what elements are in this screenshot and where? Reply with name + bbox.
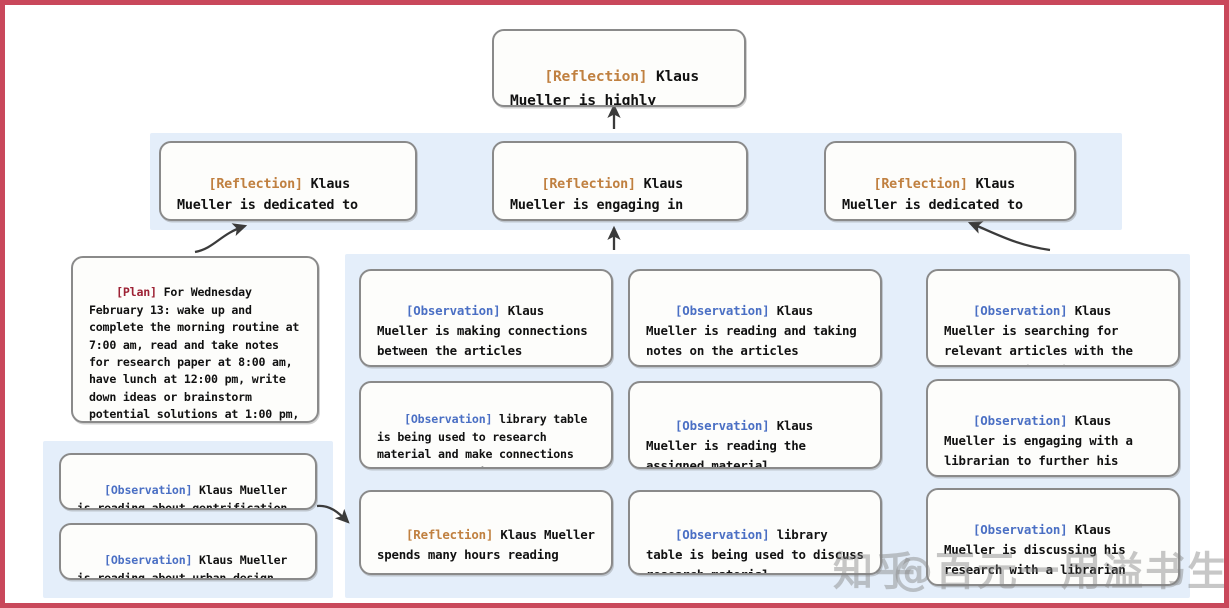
root-reflection-node[interactable]: [Reflection] Klaus Mueller is highly ded… [492, 29, 746, 107]
column-three-node-1[interactable]: [Observation] Klaus Mueller is searching… [926, 269, 1180, 367]
reflection-tag: [Reflection] [541, 177, 636, 192]
reflection-tag: [Reflection] [406, 527, 494, 542]
plan-node[interactable]: [Plan] For Wednesday February 13: wake u… [71, 256, 319, 423]
observation-tag: [Observation] [675, 527, 770, 542]
node-text: library table is being used to discuss r… [646, 527, 872, 575]
observation-tag: [Observation] [973, 522, 1068, 537]
observation-tag: [Observation] [104, 483, 193, 498]
column-one-node-2[interactable]: [Observation] library table is being use… [359, 381, 613, 469]
left-observation-node-1[interactable]: [Observation] Klaus Mueller is reading a… [59, 453, 317, 510]
column-three-node-2[interactable]: [Observation] Klaus Mueller is engaging … [926, 379, 1180, 477]
observation-tag: [Observation] [675, 418, 770, 433]
column-two-node-3[interactable]: [Observation] library table is being use… [628, 490, 882, 575]
column-one-node-1[interactable]: [Observation] Klaus Mueller is making co… [359, 269, 613, 367]
node-text: Klaus Mueller is highly dedicated to res… [510, 68, 699, 107]
observation-tag: [Observation] [404, 412, 493, 427]
node-text: For Wednesday February 13: wake up and c… [89, 285, 300, 422]
node-text: Klaus Mueller is searching for relevant … [944, 303, 1133, 365]
node-text: Klaus Mueller is discussing his research… [944, 522, 1133, 577]
reflection-tag: [Reflection] [873, 177, 968, 192]
observation-tag: [Observation] [973, 413, 1068, 428]
node-text: Klaus Mueller is engaging with a librari… [944, 413, 1133, 475]
node-text: Klaus Mueller is dedicated to research [177, 177, 358, 213]
observation-tag: [Observation] [973, 303, 1068, 318]
column-two-node-2[interactable]: [Observation] Klaus Mueller is reading t… [628, 381, 882, 469]
node-text: Klaus Mueller is reading about urban des… [77, 553, 294, 580]
column-two-node-1[interactable]: [Observation] Klaus Mueller is reading a… [628, 269, 882, 367]
node-text: Klaus Mueller is engaging in research ac… [510, 177, 683, 213]
node-text: Klaus Mueller spends many hours reading [377, 527, 603, 562]
plan-tag: [Plan] [116, 285, 157, 300]
reflection-node-left[interactable]: [Reflection] Klaus Mueller is dedicated … [159, 141, 417, 221]
reflection-tag: [Reflection] [208, 177, 303, 192]
column-three-node-3[interactable]: [Observation] Klaus Mueller is discussin… [926, 488, 1180, 586]
reflection-tag: [Reflection] [544, 68, 648, 85]
node-text: library table is being used to research … [377, 412, 588, 467]
observation-tag: [Observation] [406, 303, 501, 318]
reflection-node-right[interactable]: [Reflection] Klaus Mueller is dedicated … [824, 141, 1076, 221]
node-text: Klaus Mueller is reading and taking note… [646, 303, 864, 358]
reflection-node-middle[interactable]: [Reflection] Klaus Mueller is engaging i… [492, 141, 748, 221]
observation-tag: [Observation] [104, 553, 193, 568]
node-text: Klaus Mueller is reading the assigned ma… [646, 418, 821, 469]
column-one-node-3[interactable]: [Reflection] Klaus Mueller spends many h… [359, 490, 613, 575]
node-text: Klaus Mueller is reading about gentrific… [77, 483, 294, 510]
left-observation-node-2[interactable]: [Observation] Klaus Mueller is reading a… [59, 523, 317, 580]
node-text: Klaus Mueller is making connections betw… [377, 303, 595, 358]
observation-tag: [Observation] [675, 303, 770, 318]
node-text: Klaus Mueller is dedicated to research [842, 177, 1023, 213]
